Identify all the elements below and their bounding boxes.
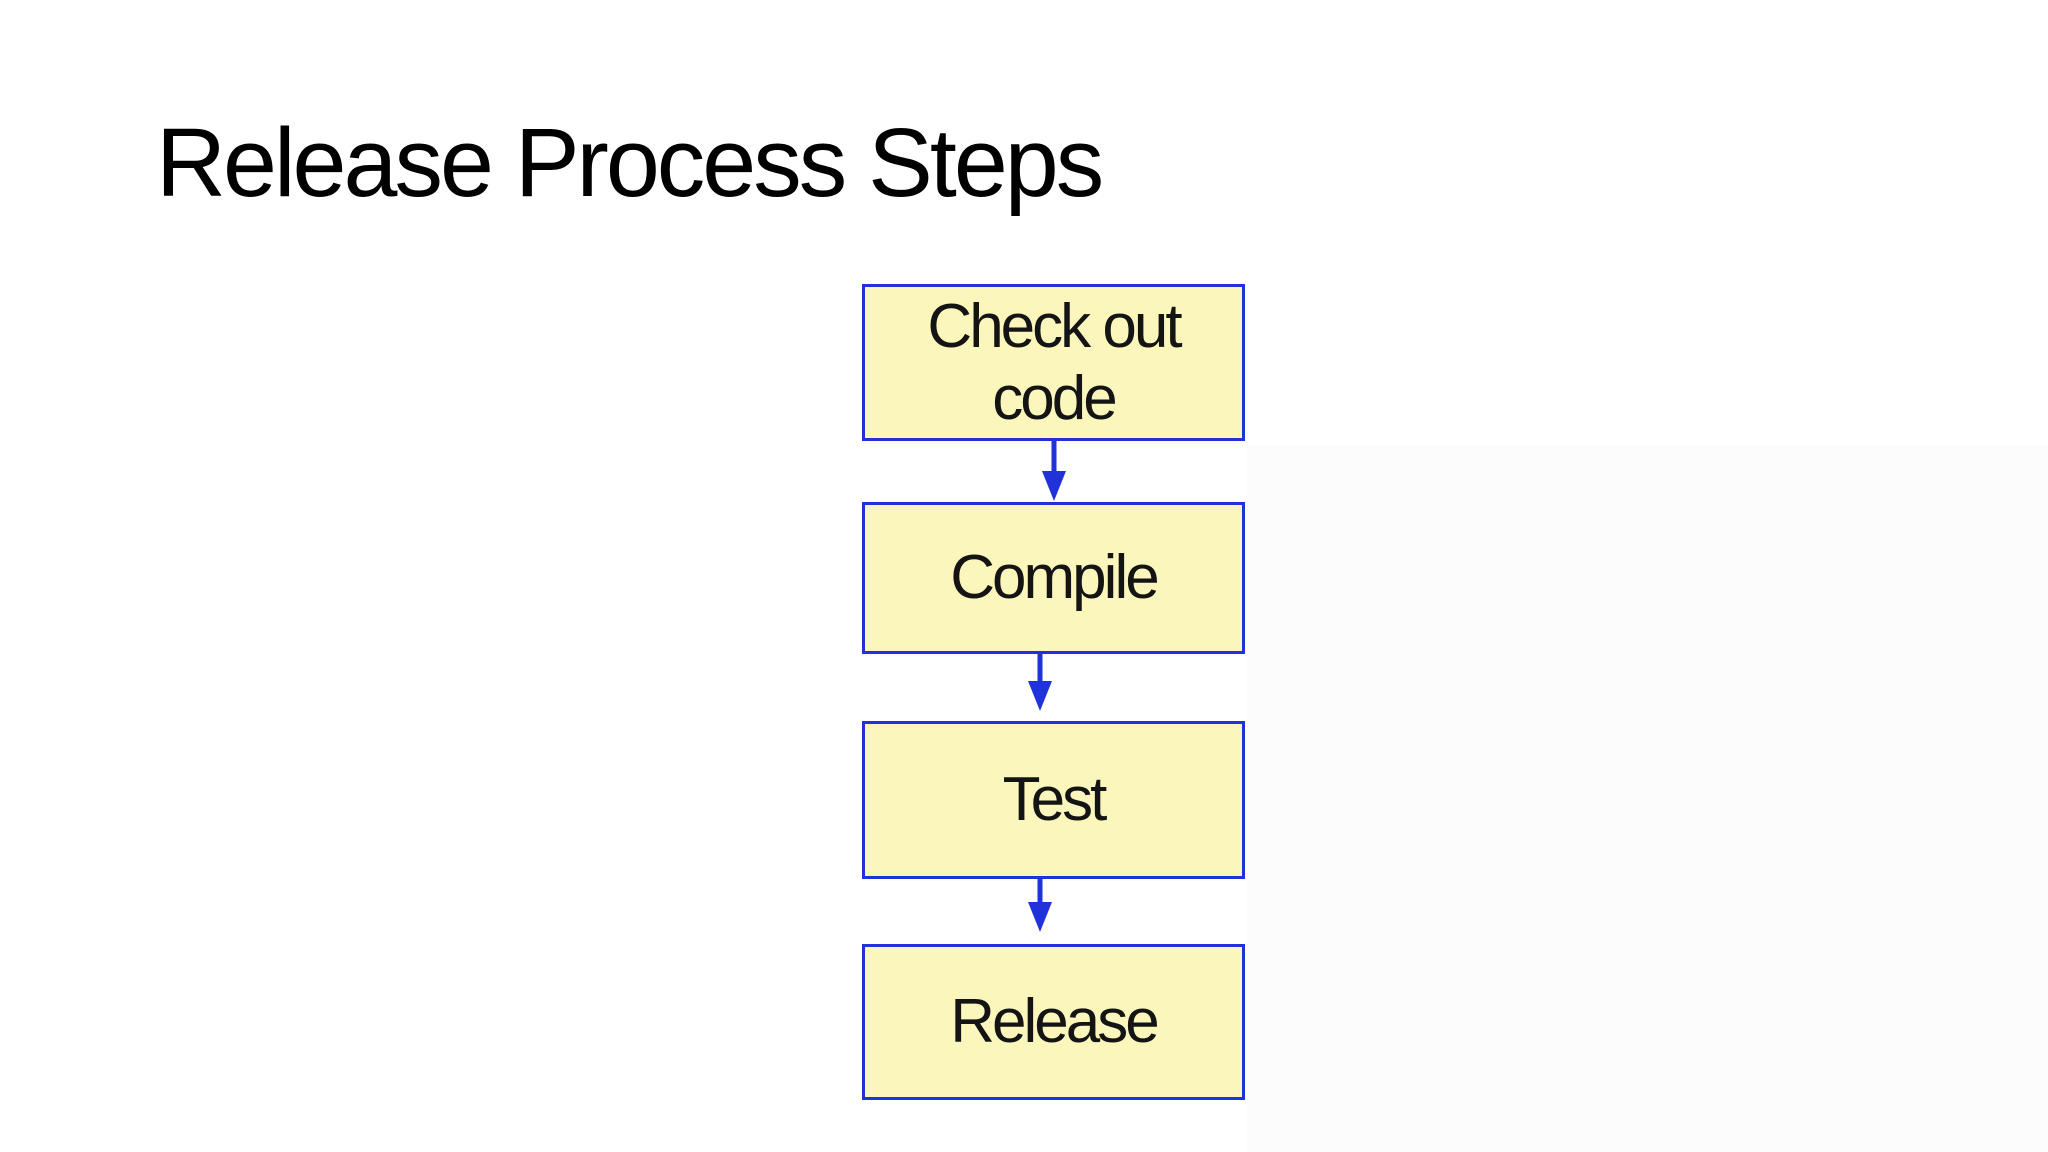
- connector-arrow-1: [1042, 441, 1066, 501]
- connector-stem: [1037, 654, 1043, 683]
- flow-step-label: Check out code: [927, 291, 1182, 433]
- flow-step-test: Test: [862, 721, 1245, 879]
- connector-arrowhead-down: [1028, 681, 1052, 711]
- flow-step-label: Release: [950, 987, 1159, 1056]
- connector-arrowhead-down: [1028, 902, 1052, 932]
- flow-step-compile: Compile: [862, 502, 1245, 654]
- connector-arrow-2: [1028, 654, 1052, 711]
- canvas-tint-region: [1247, 445, 2048, 1152]
- flow-step-label: Test: [1002, 765, 1108, 834]
- connector-stem: [1051, 441, 1057, 473]
- slide-title: Release Process Steps: [156, 108, 1104, 217]
- connector-stem: [1037, 879, 1043, 904]
- flow-step-release: Release: [862, 944, 1245, 1100]
- connector-arrowhead-down: [1042, 471, 1066, 501]
- flow-step-label: Compile: [950, 543, 1159, 612]
- flow-step-check-out-code: Check out code: [862, 284, 1245, 441]
- connector-arrow-3: [1028, 879, 1052, 932]
